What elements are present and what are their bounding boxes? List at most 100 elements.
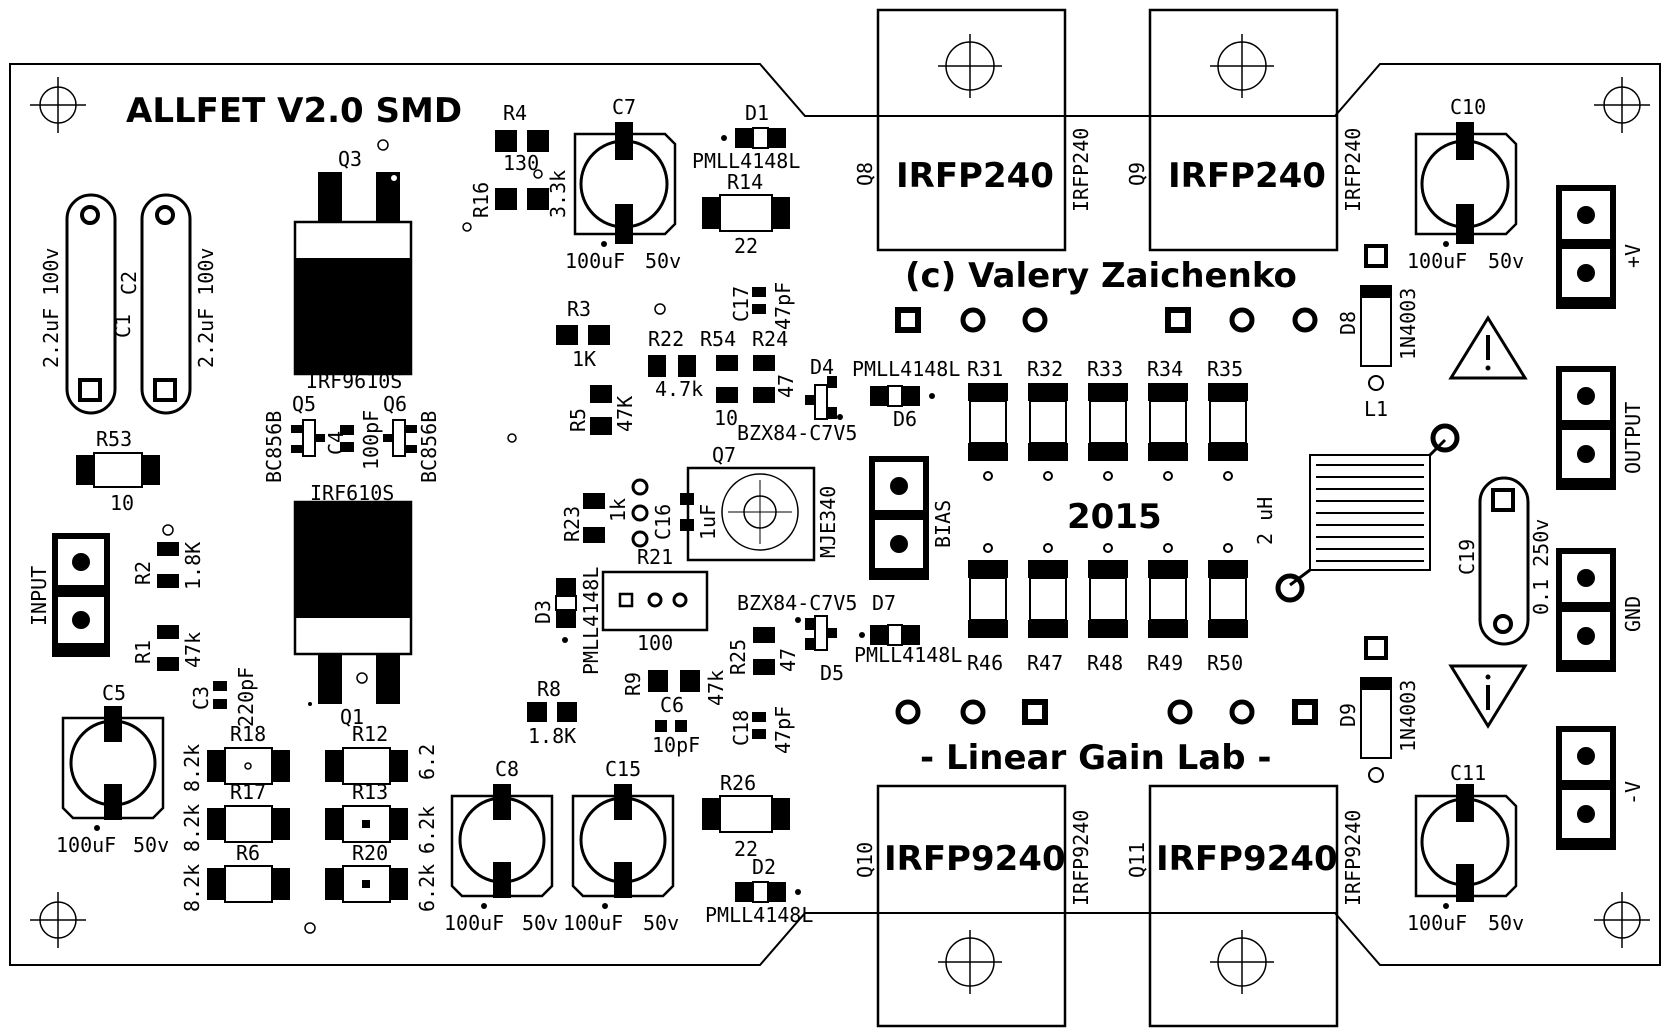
footer-text: - Linear Gain Lab -: [920, 738, 1272, 778]
d1-label: D1: [745, 101, 769, 125]
output-connector: [1556, 366, 1616, 490]
mosfet-q3: [293, 172, 413, 376]
c2-value: 2.2uF 100v: [194, 248, 218, 368]
gnd-label: GND: [1621, 596, 1645, 632]
source-resistors-bottom: [968, 543, 1248, 638]
d3-label: D3: [531, 600, 555, 624]
c16-label: C16: [651, 504, 675, 540]
r23-value: 1k: [606, 498, 630, 522]
d6-label: D6: [893, 407, 917, 431]
c5-value: 100uF: [56, 833, 116, 857]
source-resistor: [1148, 383, 1188, 481]
r49-label: R49: [1147, 651, 1183, 675]
capacitor-c17: [752, 287, 766, 314]
r13-label: R13: [352, 780, 388, 804]
copyright-text: (c) Valery Zaichenko: [905, 256, 1297, 296]
c5-voltage: 50v: [133, 833, 169, 857]
c4-label: C4: [324, 431, 348, 455]
r33-label: R33: [1087, 357, 1123, 381]
capacitor-c7: [573, 122, 677, 247]
r46-label: R46: [967, 651, 1003, 675]
capacitor-c11: [1414, 784, 1518, 909]
resistor-r17: [207, 805, 290, 843]
zener-d5: [795, 615, 837, 651]
d9-label: D9: [1336, 703, 1360, 727]
via: [1368, 767, 1384, 783]
c10-label: C10: [1450, 95, 1486, 119]
neg-v-label: -V: [1621, 781, 1645, 805]
mosfet-q11: [1148, 784, 1339, 1028]
source-resistor: [968, 543, 1008, 638]
d9-part: 1N4003: [1396, 680, 1420, 752]
r22-value: 4.7k: [655, 377, 703, 401]
q11-part-vertical: IRFP9240: [1341, 810, 1365, 906]
transistor-q5: [291, 419, 325, 457]
d1-part: PMLL4148L: [692, 149, 800, 173]
c3-value: 220pF: [234, 667, 258, 727]
source-resistor: [968, 383, 1008, 481]
d7-part: PMLL4148L: [854, 643, 962, 667]
bias-connector: [869, 456, 929, 580]
q8-label: Q8: [853, 162, 877, 186]
resistor-r53: [76, 452, 160, 488]
c11-label: C11: [1450, 761, 1486, 785]
r9-label: R9: [621, 672, 645, 696]
q10-q11-pads: [895, 699, 1318, 725]
resistor-r5: [590, 385, 612, 435]
capacitor-c6: [655, 720, 687, 732]
diode-d7: [859, 624, 920, 646]
r24-label: R24: [752, 327, 788, 351]
resistor-r4: [495, 130, 549, 152]
r18-label: R18: [230, 722, 266, 746]
resistor-r20: [325, 865, 408, 903]
transistor-q7: [686, 466, 816, 562]
r14-label: R14: [727, 170, 763, 194]
r21-value: 100: [637, 631, 673, 655]
c6-value: 10pF: [652, 733, 700, 757]
r53-value: 10: [110, 491, 134, 515]
r34-label: R34: [1147, 357, 1183, 381]
mosfet-q9: [1148, 8, 1339, 252]
d8-part: 1N4003: [1396, 288, 1420, 360]
source-resistor: [1208, 543, 1248, 638]
via: [631, 504, 649, 522]
c15-value: 100uF: [563, 911, 623, 935]
d3-part: PMLL4148L: [579, 567, 603, 675]
board-outline: [9, 63, 1661, 966]
board-title: ALLFET V2.0 SMD: [126, 91, 462, 131]
d5-part: BZX84-C7V5: [737, 591, 857, 615]
via: [631, 478, 649, 496]
r25-value: 47: [776, 648, 800, 672]
capacitor-c18: [752, 712, 766, 739]
source-resistor: [1028, 383, 1068, 481]
c4-value: 100pF: [359, 410, 383, 470]
capacitor-c1: [65, 193, 117, 415]
resistor-r18: [207, 747, 290, 785]
resistor-r24: [753, 355, 775, 403]
q8-part-vertical: IRFP240: [1069, 128, 1093, 212]
mosfet-q10: [876, 784, 1067, 1028]
output-label: OUTPUT: [1621, 402, 1645, 474]
r53-label: R53: [96, 427, 132, 451]
r35-label: R35: [1207, 357, 1243, 381]
resistor-r9: [648, 670, 700, 692]
q9-part-vertical: IRFP240: [1341, 128, 1365, 212]
resistor-r6: [207, 865, 290, 903]
r12-label: R12: [352, 722, 388, 746]
inductor-l1: [1275, 423, 1460, 603]
resistor-r13: [325, 805, 408, 843]
r18-value: 8.2k: [180, 744, 204, 792]
c18-label: C18: [729, 710, 753, 746]
r8-value: 1.8K: [528, 724, 576, 748]
c15-label: C15: [605, 757, 641, 781]
r1-label: R1: [131, 640, 155, 664]
q1-label: Q1: [340, 705, 364, 729]
resistor-r25: [753, 627, 775, 675]
warning-icon: [1448, 315, 1528, 380]
diode-d9: [1360, 677, 1392, 759]
q6-part: BC856B: [417, 411, 441, 483]
r17-value: 8.2k: [180, 804, 204, 852]
mosfet-q8: [876, 8, 1067, 252]
r25-label: R25: [726, 639, 750, 675]
